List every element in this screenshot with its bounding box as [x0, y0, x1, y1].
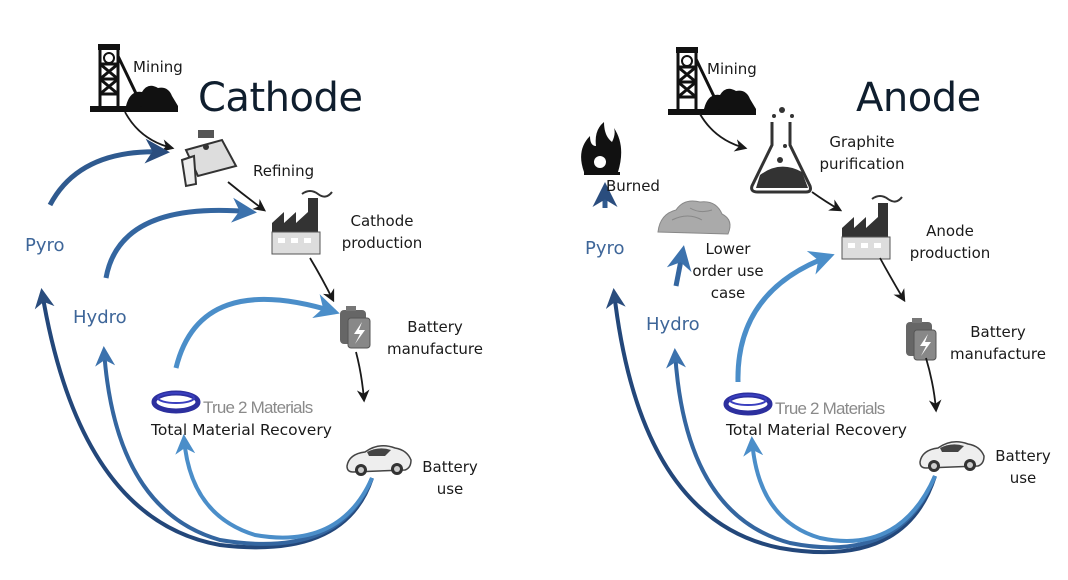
graphite-purification-label: Graphite purification	[812, 133, 912, 174]
cathode-panel	[34, 42, 412, 550]
pyro-label: Pyro	[585, 238, 625, 259]
battery-manufacture-label: Battery manufacture	[938, 323, 1058, 364]
cathode-production-label: Cathode production	[332, 212, 432, 253]
arrow-mining-purification	[699, 113, 748, 152]
arrow-production-battery	[879, 257, 906, 303]
label-line: Battery	[970, 323, 1026, 341]
arrow-mining-refining	[124, 111, 175, 152]
factory-icon	[841, 195, 903, 260]
pyro-label: Pyro	[25, 235, 65, 256]
label-line: Battery	[995, 447, 1051, 465]
arrow-recovery-production	[735, 251, 835, 383]
label-line: Lower	[705, 240, 751, 258]
flask-icon	[750, 107, 812, 194]
battery-manufacture-label: Battery manufacture	[375, 318, 495, 359]
arrow-refining-production	[227, 181, 267, 212]
mining-icon	[666, 45, 758, 117]
mining-label: Mining	[133, 58, 183, 76]
arrow-use-recovery	[175, 434, 374, 540]
arrow-recovery-battery	[173, 294, 340, 369]
label-line: case	[710, 284, 746, 302]
battery-use-label: Battery use	[415, 458, 485, 499]
logo-text: True 2 Materials	[203, 398, 313, 417]
label-line: manufacture	[950, 345, 1046, 363]
hydro-label: Hydro	[73, 307, 127, 328]
anode-production-label: Anode production	[900, 222, 1000, 263]
battery-icon	[905, 317, 937, 361]
anode-title: Anode	[856, 75, 981, 121]
label-line: Anode	[926, 222, 974, 240]
label-line: production	[341, 234, 423, 252]
logo-text: True 2 Materials	[775, 399, 885, 418]
label-line: manufacture	[387, 340, 483, 358]
anode-panel	[581, 45, 985, 555]
arrow-use-pyro	[34, 288, 374, 550]
hydro-label: Hydro	[646, 314, 700, 335]
arrow-production-battery	[309, 257, 335, 303]
battery-use-label: Battery use	[988, 447, 1058, 488]
arrow-purification-production	[811, 191, 843, 212]
true2materials-logo	[154, 393, 198, 411]
cathode-title: Cathode	[198, 75, 363, 121]
true2materials-logo	[726, 395, 770, 413]
arrow-hydro-lower-order	[666, 245, 692, 287]
arrow-pyro-refining	[47, 138, 170, 207]
arrow-battery-use	[355, 351, 370, 403]
rocks-icon	[657, 200, 731, 235]
arrow-use-hydro	[95, 346, 374, 546]
mining-label: Mining	[707, 60, 757, 78]
refining-ladle-icon	[180, 130, 238, 188]
factory-icon	[271, 190, 333, 255]
arrow-hydro-production	[103, 197, 257, 279]
refining-label: Refining	[253, 162, 315, 180]
battery-icon	[339, 305, 371, 349]
label-line: use	[436, 480, 464, 498]
label-line: Graphite	[829, 133, 895, 151]
label-line: Cathode	[350, 212, 414, 230]
fire-icon	[581, 122, 622, 175]
arrow-battery-use	[925, 357, 942, 413]
car-icon	[919, 441, 985, 473]
arrow-use-pyro	[605, 288, 937, 555]
label-line: use	[1009, 469, 1037, 487]
car-icon	[346, 445, 412, 477]
label-line: production	[909, 244, 991, 262]
arrow-use-recovery	[743, 436, 937, 543]
mining-icon	[88, 42, 180, 114]
burned-label: Burned	[606, 177, 660, 195]
label-line: Battery	[407, 318, 463, 336]
recovery-label: Total Material Recovery	[151, 421, 332, 439]
label-line: Battery	[422, 458, 478, 476]
lower-order-label: Lower order use case	[688, 240, 768, 303]
label-line: purification	[819, 155, 905, 173]
recovery-label: Total Material Recovery	[726, 421, 907, 439]
label-line: order use	[692, 262, 764, 280]
